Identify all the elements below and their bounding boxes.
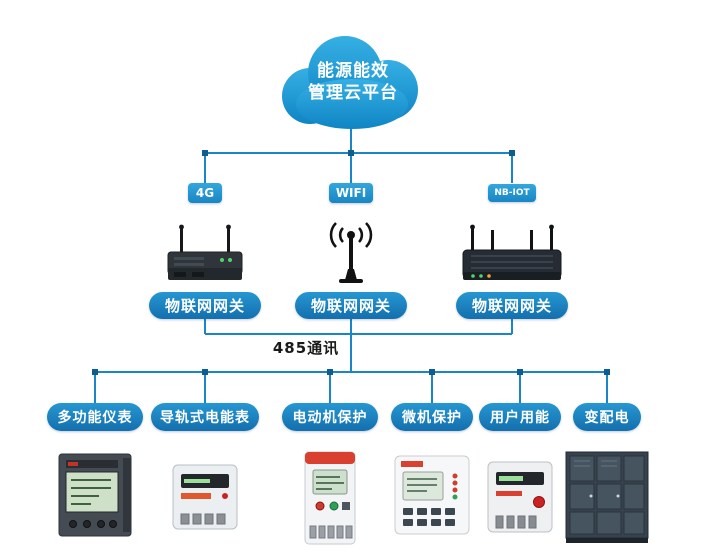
gateway-label-2: 物联网网关 (295, 292, 407, 319)
gateway-nbiot-router-image (462, 224, 562, 280)
bus-485-label: 485通讯 (272, 339, 340, 357)
cloud-label-line2: 管理云平台 (308, 83, 398, 103)
multifunction-meter-image (58, 453, 132, 537)
cloud-platform-label: 能源能效 管理云平台 (287, 60, 419, 104)
device-label-power-distribution: 变配电 (573, 403, 641, 431)
badge-nb-iot: NB-IOT (488, 184, 536, 202)
distribution-cabinet-image (565, 451, 649, 543)
gateway-label-3: 物联网网关 (456, 292, 568, 319)
user-energy-meter-image (487, 461, 553, 533)
wifi-antenna-icon (329, 222, 373, 283)
gateway-4g-router-image (167, 224, 243, 280)
badge-4g: 4G (188, 183, 222, 203)
device-label-motor-protection: 电动机保护 (282, 403, 378, 431)
junction-nodes (92, 150, 610, 375)
motor-protector-image (304, 451, 356, 545)
device-label-microcomputer-protection: 微机保护 (391, 403, 473, 431)
cloud-label-line1: 能源能效 (317, 61, 389, 81)
gateway-label-1: 物联网网关 (149, 292, 261, 319)
device-label-user-energy: 用户用能 (479, 403, 561, 431)
device-label-multifunction-meter: 多功能仪表 (47, 403, 143, 431)
microcomputer-protection-image (394, 455, 470, 535)
badge-wifi: WIFI (329, 183, 373, 203)
cloud-shape (282, 36, 418, 129)
din-rail-meter-image (172, 464, 238, 530)
device-label-din-rail-meter: 导轨式电能表 (151, 403, 259, 431)
